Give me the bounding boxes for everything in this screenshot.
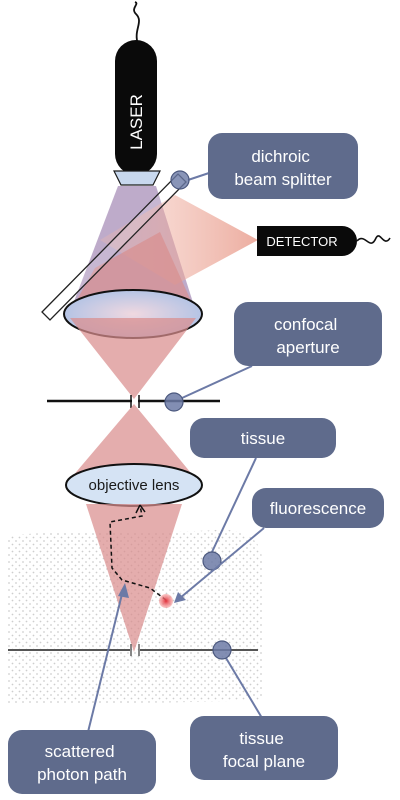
confocal-marker (164, 392, 184, 412)
confocal-callout-text: confocal aperture (274, 315, 342, 357)
dichroic-callout-box (208, 133, 358, 199)
tissue-leader-line (211, 457, 257, 553)
fluorescence-leader-line (179, 527, 265, 599)
beam-pinhole-to-objective (66, 404, 200, 484)
detector-body (257, 226, 357, 256)
focal-plane-marker (212, 640, 232, 660)
laser-cable (133, 1, 140, 45)
scattered-arrowhead (118, 583, 129, 598)
scattered-photon-path (109, 504, 167, 601)
confocal-leader-line (181, 365, 253, 399)
scattered-callout-box (8, 730, 156, 794)
dichroic-marker (170, 170, 190, 190)
tissue-callout-box (190, 418, 336, 458)
focal-plane-leader-line (225, 657, 263, 719)
tissue-marker (202, 551, 222, 571)
laser-label: LASER (127, 94, 146, 150)
fluorescence-arrowhead (174, 592, 186, 603)
beam-to-pinhole (70, 318, 196, 399)
confocal-callout-box (234, 302, 382, 366)
detector-label: DETECTOR (266, 234, 337, 249)
scattered-path-arrowhead (135, 504, 146, 514)
fluorescence-spot (159, 594, 173, 608)
tissue-callout-text: tissue (241, 429, 285, 448)
beam-to-focal-point (86, 504, 182, 652)
scattered-leader-line (87, 589, 124, 733)
focal-plane-callout-text: tissue focal plane (223, 729, 305, 771)
fluorescence-callout-text: fluorescence (270, 499, 366, 518)
laser-body (115, 40, 157, 175)
objective-lens-label: objective lens (89, 477, 180, 494)
scattered-callout-text: scattered photon path (37, 742, 127, 784)
dichroic-callout-text: dichroic beam splitter (234, 147, 332, 189)
fluorescence-callout-box (252, 488, 384, 528)
focal-plane-callout-box (190, 716, 338, 780)
detector-cable (356, 235, 391, 244)
laser-aperture (113, 170, 161, 186)
